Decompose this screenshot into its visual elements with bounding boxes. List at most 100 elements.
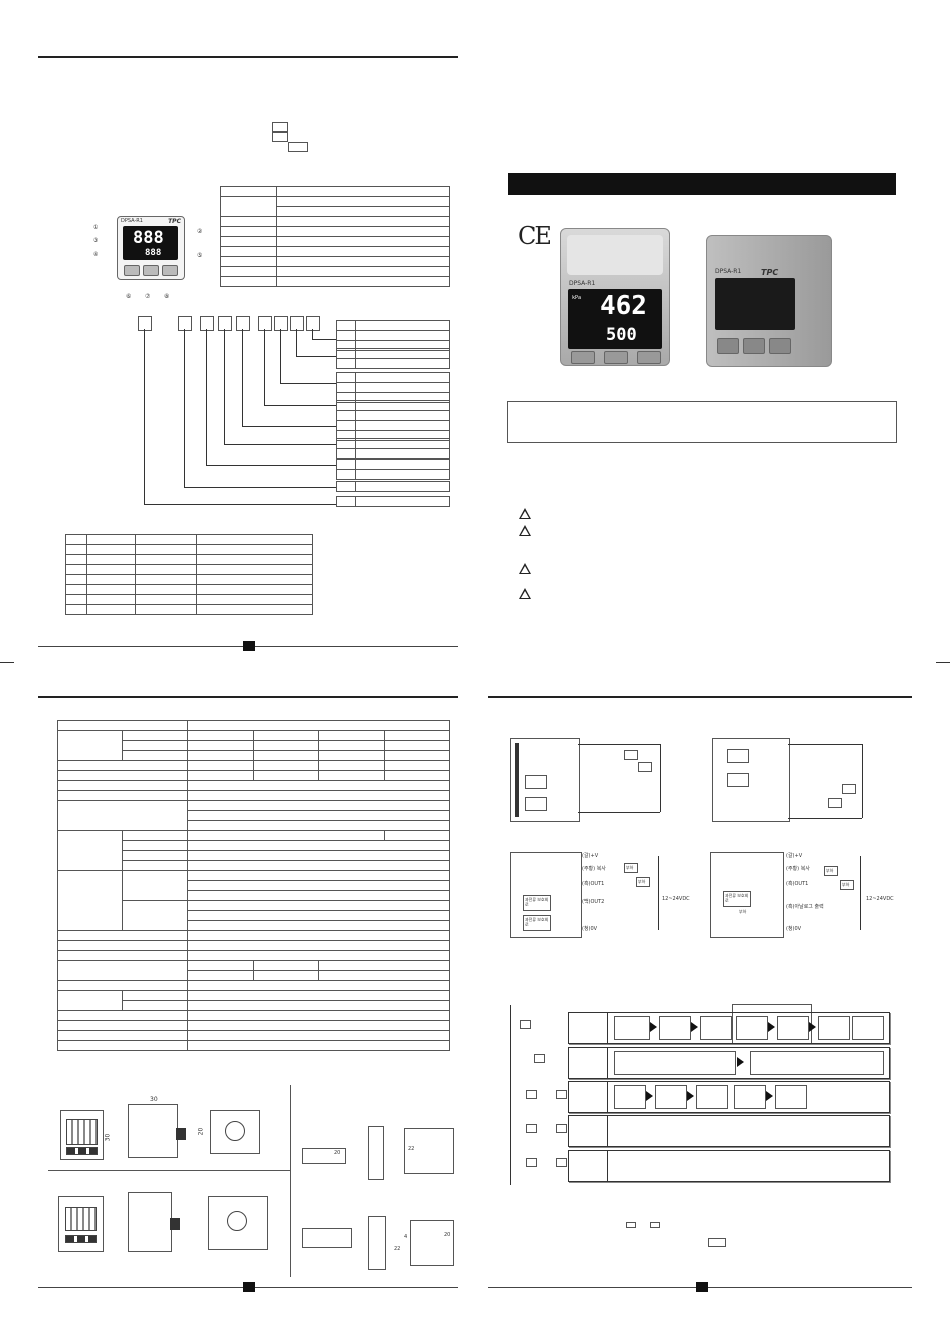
wiring3-label-out2: (백)OUT2 [582,899,605,905]
device-small-down-button [162,265,178,276]
device-small-sub: 888 [145,248,162,258]
device-small-main: 888 [133,228,164,248]
wiring-diagram-2 [712,738,790,822]
flow-key-up-5 [526,1158,537,1167]
wiring1-block-1 [525,775,547,789]
wiring4-load-1-label: 부하 [826,868,834,873]
flow-row-2-divider [607,1048,608,1078]
wiring1-load-2 [638,762,652,772]
flow-row-2-arrow [737,1057,744,1067]
warning-icon-3 [519,563,531,574]
dim2-rear-view [208,1196,268,1250]
flow-row-2-step-1 [614,1051,736,1075]
description-box [507,401,897,443]
dim-label-4: 4 [404,1234,408,1240]
wiring4-wire-right [860,856,861,930]
callout-3: ③ [93,237,99,244]
flow-row-1-arrow-4 [809,1022,816,1032]
bottom-right-top-rule [488,696,912,698]
top-left-rule [38,56,458,58]
photo2-model: DPSA-R1 [715,268,742,275]
photo1-button-set [604,351,628,364]
order-leader-3 [206,329,207,465]
flow-row-2 [568,1047,890,1079]
wiring2-block-2 [727,773,749,787]
photo2-brand: TPC [761,268,779,277]
order-option-table-3 [336,372,450,403]
order-leader-8 [296,329,297,356]
order-option-table-6 [336,438,450,459]
wiring4-label-0v: (청)0V [786,926,802,932]
units-table [65,534,313,615]
photo1-main-reading: 462 [600,291,647,321]
flow-row-1-step-3 [700,1016,732,1040]
wiring3-wire-right [658,856,659,930]
flow-row-4-divider [607,1116,608,1146]
order-leader-3h [206,465,336,466]
order-box-3 [200,316,214,331]
flow-row-1-step-2 [659,1016,691,1040]
photo1-unit: kPa [572,295,582,301]
callout-5: ⑤ [197,252,203,259]
order-box-1 [138,316,152,331]
device-brand-label: TPC [168,218,181,225]
flow-row-1-arrow-3 [768,1022,775,1032]
product-photo-front: DPSA-R1 kPa 462 500 [560,228,670,366]
wiring4-load-1: 부하 [824,866,838,876]
wiring2-block-1 [727,749,749,763]
photo2-button-2 [743,338,765,354]
callout-6: ⑥ [126,293,132,300]
dim-label-30b: 30 [150,1096,158,1103]
order-box-5 [236,316,250,331]
flow-key-set-4 [526,1124,537,1133]
photo2-button-1 [717,338,739,354]
bracket-b-front [410,1220,454,1266]
callout-1: ① [93,224,99,231]
flow-key-down-5 [556,1158,567,1167]
device-small-lcd: 888 888 [123,226,178,260]
order-box-9 [306,316,320,331]
flow-row-1-step-6 [818,1016,850,1040]
flow-row-1-divider [607,1013,608,1043]
parts-table [220,186,450,287]
dim2-side-connector [170,1218,180,1230]
callout-8: ⑧ [164,293,170,300]
wiring4-label-out1: (흑)OUT1 [786,881,809,887]
dim-label-20b: 20 [334,1150,341,1156]
wiring3-label-0v: (청)0V [582,926,598,932]
order-option-table-9 [336,496,450,507]
order-leader-2h [184,487,336,488]
inline-icon-1 [626,1222,636,1228]
order-leader-6h [264,405,336,406]
dim2-front-view [58,1196,104,1252]
wiring4-supply: 12~24VDC [866,896,894,902]
order-option-table-1 [336,320,450,351]
wiring1-load-1 [624,750,638,760]
wiring4-load-2: 부하 [840,880,854,890]
wiring3-load-1-label: 부하 [626,865,634,870]
flow-row-1-step-4 [736,1016,768,1040]
dim-label-20a: 20 [197,1127,205,1136]
section-header-bar [508,173,896,195]
wiring2-load-1 [842,784,856,794]
device-small-up-button [124,265,140,276]
dims-divider-vertical [290,1085,291,1277]
order-leader-7 [280,329,281,383]
wiring3-supply: 12~24VDC [662,896,690,902]
photo1-sub-reading: 500 [606,325,637,345]
wiring-diagram-4: 과전류 보호회로 부하 [710,852,784,938]
order-leader-6 [264,329,265,405]
mode-icon-hys [272,132,288,142]
flow-row-3-divider [607,1082,608,1112]
flow-key-set-1 [520,1020,531,1029]
wiring3-label-out1: (흑)OUT1 [582,881,605,887]
order-box-8 [290,316,304,331]
flow-row-5-divider [607,1151,608,1181]
page-number-marker-1 [243,641,255,651]
dim-label-22a: 22 [408,1146,415,1152]
order-leader-9h [312,339,336,340]
order-leader-2 [184,329,185,487]
device-model-label: DPSA-R1 [121,218,143,224]
photo2-button-3 [769,338,791,354]
dim-side-view [128,1104,178,1158]
